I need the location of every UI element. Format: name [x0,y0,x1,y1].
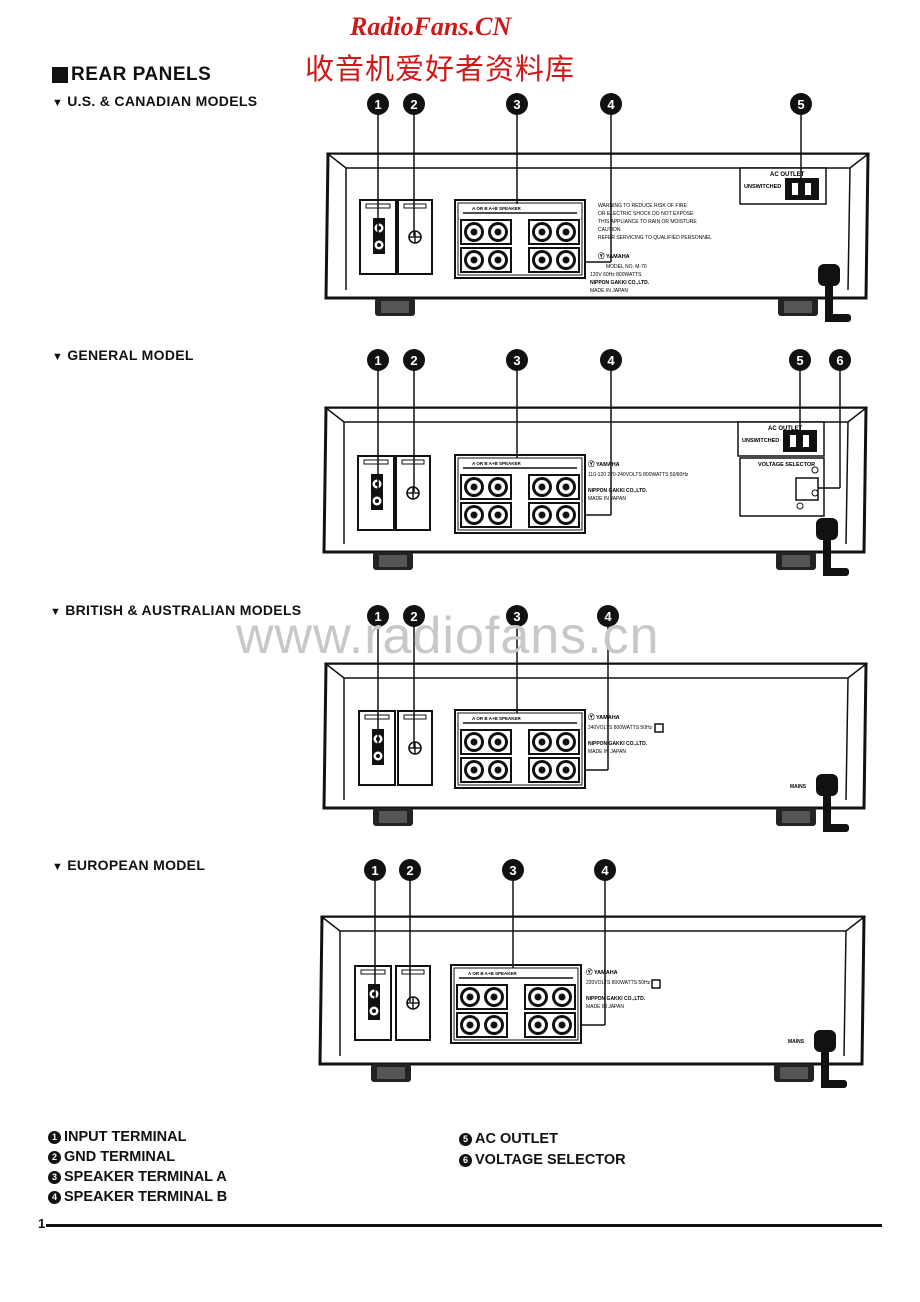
svg-text:2: 2 [410,353,417,368]
legend-number-badge: 2 [48,1150,61,1164]
svg-text:3: 3 [513,609,520,624]
svg-text:WARNING TO REDUCE RISK OF FIRE: WARNING TO REDUCE RISK OF FIRE [598,203,687,209]
voltage-selector-text: VOLTAGE SELECTOR [758,462,815,468]
heading-square-icon [52,67,68,83]
panel-us-canadian: AC OUTLET UNSWITCHED WARNING TO REDUCE R… [324,93,871,322]
rating-text: 120V 60Hz 800WATTS [590,272,642,278]
callout-1: 1 [374,97,381,112]
svg-text:110-120 220-240VOLTS 800WATTS: 110-120 220-240VOLTS 800WATTS 50/60Hz [588,472,689,478]
svg-text:220VOLTS 800WATTS 50Hz: 220VOLTS 800WATTS 50Hz [586,980,651,986]
svg-text:OR ELECTRIC SHOCK DO NOT EXPOS: OR ELECTRIC SHOCK DO NOT EXPOSE [598,211,694,217]
model-text: MODEL NO. M-70 [606,264,647,270]
made-in-text: MADE IN JAPAN [590,288,628,294]
svg-text:NIPPON GAKKI CO.,LTD.: NIPPON GAKKI CO.,LTD. [588,741,648,747]
callout-5: 5 [797,97,804,112]
svg-text:REFER SERVICING TO QUALIFIED P: REFER SERVICING TO QUALIFIED PERSONNEL [598,235,712,241]
svg-text:4: 4 [607,353,615,368]
legend-number-badge: 6 [459,1153,472,1167]
site-title: RadioFans.CN [350,12,512,41]
panel-european: Ⓨ YAMAHA 220VOLTS 800WATTS 50Hz NIPPON G… [318,859,867,1088]
svg-text:THIS APPLIANCE TO RAIN OR MOIS: THIS APPLIANCE TO RAIN OR MOISTURE [598,219,697,225]
triangle-down-icon: ▼ [52,97,64,109]
legend-number-badge: 5 [459,1132,472,1146]
section-label-british: ▼BRITISH & AUSTRALIAN MODELS [50,602,302,618]
svg-text:Ⓨ: Ⓨ [598,251,605,260]
callout-3: 3 [513,97,520,112]
svg-text:YAMAHA: YAMAHA [594,970,618,976]
svg-text:A OR B A+B SPEAKER: A OR B A+B SPEAKER [472,206,522,211]
panel-british-australian: Ⓨ YAMAHA 240VOLTS 800WATTS 50Hz NIPPON G… [322,605,869,832]
svg-text:CAUTION: CAUTION [598,227,621,233]
legend-number-badge: 4 [48,1190,61,1204]
mains-text: MAINS [790,784,807,790]
svg-text:AC OUTLET: AC OUTLET [768,426,803,432]
svg-text:A OR B A+B SPEAKER: A OR B A+B SPEAKER [472,716,522,721]
svg-text:Ⓨ: Ⓨ [588,459,595,468]
svg-text:4: 4 [601,863,609,878]
ac-outlet-text: AC OUTLET [770,172,805,178]
svg-text:UNSWITCHED: UNSWITCHED [742,438,779,444]
maker-text: NIPPON GAKKI CO.,LTD. [590,280,650,286]
page-heading-text: REAR PANELS [71,64,212,85]
svg-text:NIPPON GAKKI CO.,LTD.: NIPPON GAKKI CO.,LTD. [586,996,646,1002]
svg-text:5: 5 [796,353,803,368]
svg-text:MADE IN JAPAN: MADE IN JAPAN [588,496,626,502]
svg-text:3: 3 [513,353,520,368]
svg-text:1: 1 [374,353,381,368]
page-number: 1 [38,1216,46,1231]
panel-general: AC OUTLET UNSWITCHED VOLTAGE SELECTOR Ⓨ … [322,349,869,576]
svg-text:MAINS: MAINS [788,1039,805,1045]
legend-number-badge: 1 [48,1130,61,1144]
triangle-down-icon: ▼ [50,606,62,618]
svg-text:Ⓨ: Ⓨ [586,967,593,976]
svg-text:240VOLTS 800WATTS 50Hz: 240VOLTS 800WATTS 50Hz [588,725,653,731]
triangle-down-icon: ▼ [52,351,64,363]
page-heading: REAR PANELS [52,64,211,86]
section-label-general: ▼GENERAL MODEL [52,347,194,363]
section-label-us: ▼U.S. & CANADIAN MODELS [52,93,258,109]
svg-text:Ⓨ: Ⓨ [588,712,595,721]
svg-text:4: 4 [604,609,612,624]
svg-text:A OR B A+B SPEAKER: A OR B A+B SPEAKER [468,971,518,976]
svg-text:2: 2 [406,863,413,878]
site-subtitle: 收音机爱好者资料库 [305,52,576,86]
section-label-european: ▼EUROPEAN MODEL [52,857,206,873]
svg-text:YAMAHA: YAMAHA [596,462,620,468]
svg-text:2: 2 [410,609,417,624]
watermark: www.radiofans.cn [236,607,660,665]
callout-6: 6 [836,353,843,368]
legend-number-badge: 3 [48,1170,61,1184]
callout-4: 4 [607,97,615,112]
triangle-down-icon: ▼ [52,861,64,873]
svg-text:A OR B A+B SPEAKER: A OR B A+B SPEAKER [472,461,522,466]
svg-text:1: 1 [374,609,381,624]
callout-2: 2 [410,97,417,112]
svg-text:3: 3 [509,863,516,878]
unswitched-text: UNSWITCHED [744,184,781,190]
svg-text:NIPPON GAKKI CO.,LTD.: NIPPON GAKKI CO.,LTD. [588,488,648,494]
yamaha-logo: YAMAHA [606,254,630,260]
svg-text:1: 1 [371,863,378,878]
svg-text:MADE IN JAPAN: MADE IN JAPAN [588,749,626,755]
footer-rule [46,1224,882,1227]
